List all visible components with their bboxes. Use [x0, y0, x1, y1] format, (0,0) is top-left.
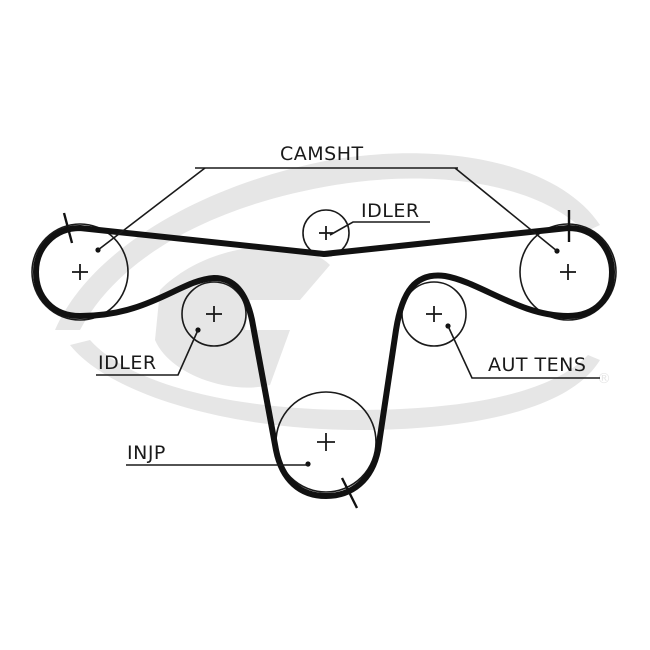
label-idler-left: IDLER: [98, 352, 157, 374]
injection-pump-dot: [305, 461, 311, 467]
injection-pump-pulley: [275, 391, 377, 493]
label-auto-tensioner: AUT TENS: [488, 354, 586, 376]
idler-left-leader: [96, 329, 199, 376]
logo-registered-mark: ®: [597, 371, 611, 387]
gates-logo-watermark: ®: [55, 153, 611, 430]
idler-left-circle: [181, 281, 247, 347]
timing-belt: [33, 225, 615, 499]
camshaft-left-circle: [31, 223, 129, 321]
logo-swoosh-lower: [70, 340, 600, 430]
label-idler-top: IDLER: [361, 200, 420, 222]
auto-tensioner-leader: [447, 325, 600, 379]
idler-top-leader: [329, 221, 430, 236]
label-camshaft: CAMSHT: [280, 143, 364, 165]
timing-mark-injection-pump: [340, 477, 359, 509]
timing-mark-camshaft-left: [62, 212, 74, 244]
camshaft-leader-right: [454, 167, 558, 252]
camshaft-leader-left: [97, 167, 206, 251]
logo-swoosh-upper: [55, 153, 600, 330]
label-injection-pump: INJP: [127, 442, 166, 464]
camshaft-pulley-left: [31, 223, 129, 321]
